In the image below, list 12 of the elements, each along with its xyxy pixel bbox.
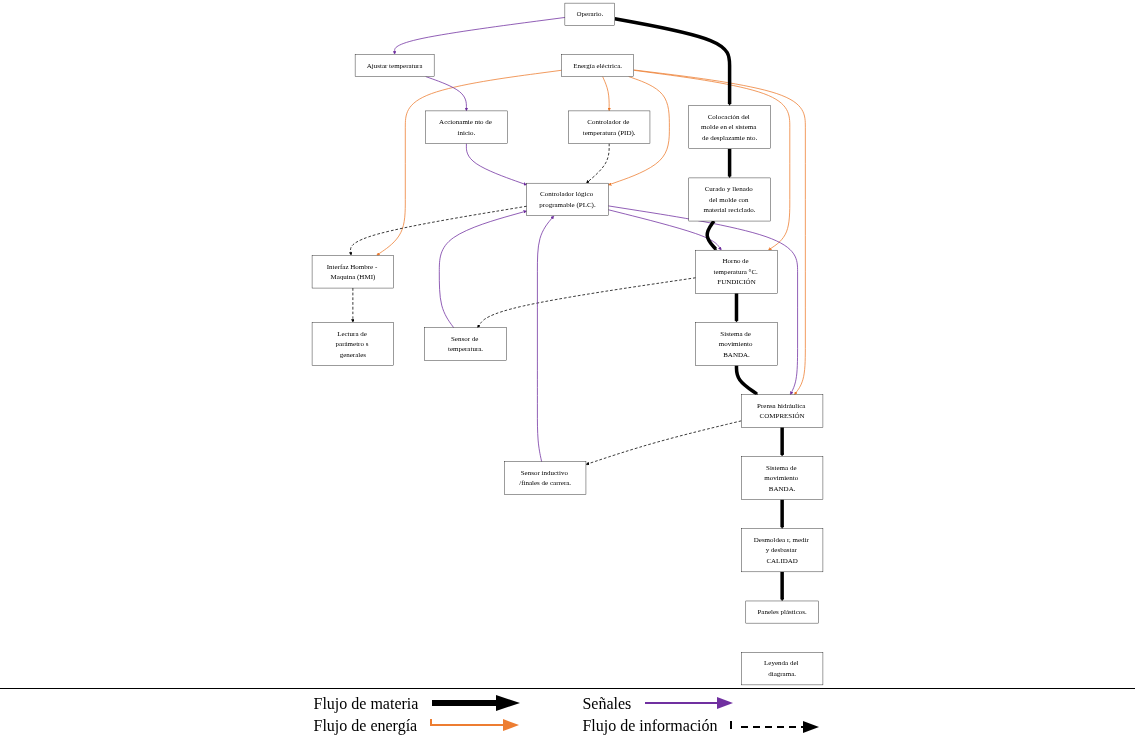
legend-text: Flujo de energía [313, 717, 418, 735]
arrow [780, 427, 784, 457]
arrow [780, 571, 784, 602]
arrow [734, 365, 759, 396]
arrow [727, 148, 732, 179]
arrow [780, 499, 784, 529]
arrow [705, 220, 717, 251]
arrow [614, 17, 732, 106]
legend-text: Señales [582, 695, 632, 713]
arrow [734, 293, 739, 323]
legend-text: Flujo de información [582, 717, 718, 735]
legend-text: Flujo de materia [313, 695, 419, 713]
